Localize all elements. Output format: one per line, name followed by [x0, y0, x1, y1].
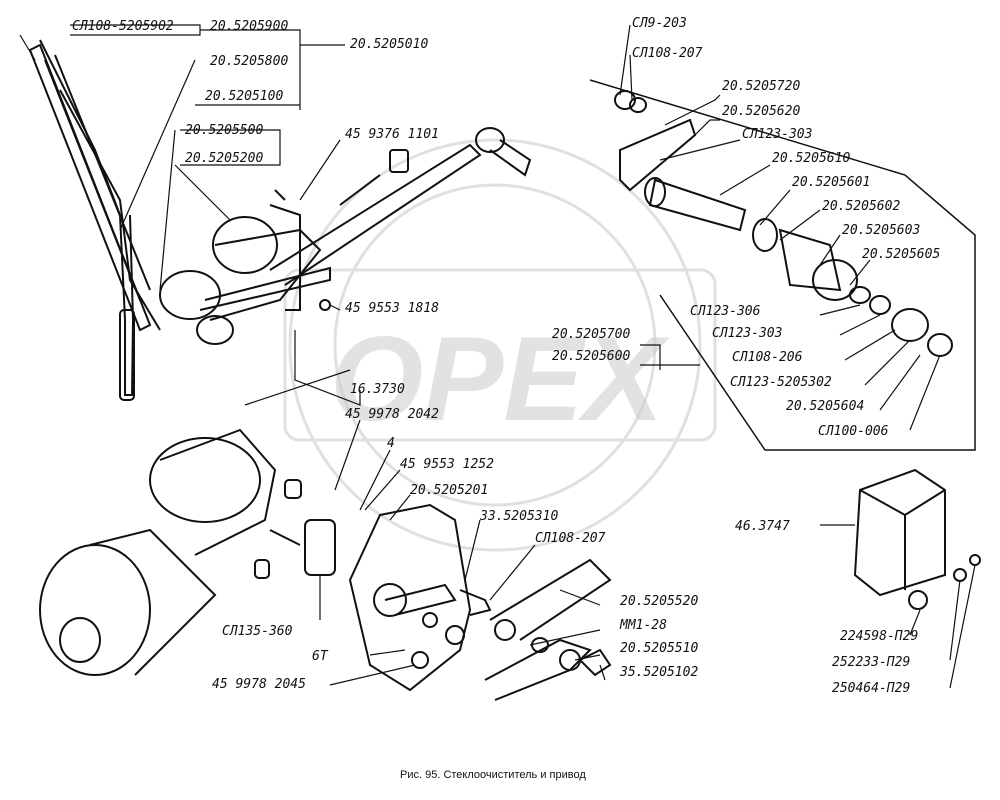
label-washer-3: СЛ108-206	[732, 350, 803, 365]
motor	[39, 428, 302, 676]
label-relay-screw: 224598-П29	[840, 629, 918, 644]
label-housing: 20.5205603	[842, 223, 920, 238]
label-6t: 6Т	[312, 649, 329, 664]
label-shaft: 20.5205610	[772, 151, 850, 166]
label-clip: 35.5205102	[619, 665, 698, 680]
label-relay: 46.3747	[735, 519, 790, 534]
label-relay-washer: 252233-П29	[832, 655, 910, 670]
label-crank: 33.5205310	[479, 509, 558, 524]
label-plate: 20.5205201	[410, 483, 488, 498]
label-screw-1: 45 9978 2042	[345, 407, 439, 422]
label-seal: 20.5205602	[822, 199, 900, 214]
label-motor-gear: 20.5205500	[185, 123, 263, 138]
watermark-text: OPEX	[330, 312, 670, 446]
label-nut: 20.5205605	[862, 247, 940, 262]
label-ring-3: СЛ123-303	[712, 326, 782, 341]
label-qty-4: 4	[387, 436, 395, 451]
label-bolt-2: 45 9553 1252	[400, 457, 494, 472]
label-cap-nut: 20.5205604	[786, 399, 864, 414]
label-connector: 45 9376 1101	[345, 127, 439, 142]
motor-cover	[304, 519, 336, 576]
label-arm-assembly: 20.5205900	[210, 19, 288, 34]
label-ring-2: СЛ123-306	[690, 304, 761, 319]
frame-line	[589, 79, 976, 451]
label-ring-1: СЛ123-303	[742, 127, 812, 142]
relay	[853, 468, 981, 610]
label-link-2: 20.5205600	[552, 349, 630, 364]
label-bushing: 20.5205601	[792, 175, 870, 190]
label-bracket-1: 20.5205720	[722, 79, 800, 94]
label-washer-4: СЛ108-207	[535, 531, 606, 546]
label-cap: СЛ100-006	[818, 424, 889, 439]
label-drive: 20.5205200	[185, 151, 263, 166]
crank-link	[459, 558, 612, 701]
leader-lines	[19, 24, 976, 689]
wiper-blade	[28, 43, 161, 332]
label-nut-2: ММ1-28	[619, 618, 667, 633]
linkage-assembly	[159, 127, 532, 345]
label-washer-2: СЛ108-207	[632, 46, 703, 61]
label-ring-4: СЛ123-5205302	[730, 375, 832, 390]
label-wiper-kit: 20.5205010	[350, 37, 428, 52]
label-washer-1: СЛ9-203	[632, 16, 687, 31]
label-link-1: 20.5205700	[552, 327, 630, 342]
label-link-3: 20.5205520	[620, 594, 698, 609]
wiper-arm	[39, 39, 135, 401]
label-link-4: 20.5205510	[620, 641, 698, 656]
label-bolt-1: 45 9553 1818	[345, 301, 439, 316]
label-motor: 16.3730	[350, 382, 405, 397]
figure-caption: Рис. 95. Стеклоочиститель и привод	[400, 769, 586, 781]
label-wiper-blade: СЛ108-5205902	[72, 19, 174, 34]
label-linkage: 20.5205100	[205, 89, 283, 104]
label-arm: 20.5205800	[210, 54, 288, 69]
bracket-plate	[348, 503, 472, 692]
label-bracket-2: 20.5205620	[722, 104, 800, 119]
label-relay-nut: 250464-П29	[832, 681, 910, 696]
label-screw-2: 45 9978 2045	[212, 677, 306, 692]
label-cover: СЛ135-360	[222, 624, 293, 639]
